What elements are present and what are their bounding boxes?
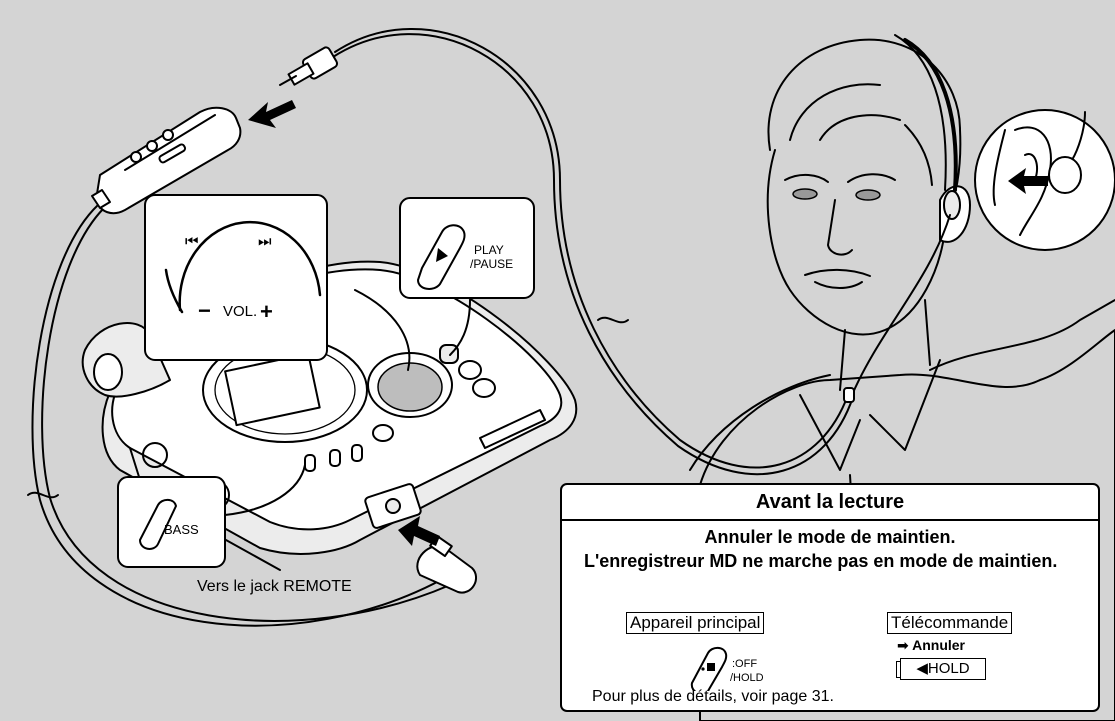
prev-track-icon: ⏮ [185, 233, 199, 250]
play-pause-callout: PLAY /PAUSE [400, 198, 534, 298]
info-line-cancel-hold: Annuler le mode de maintien. [562, 527, 1098, 548]
info-box-title: Avant la lecture [562, 485, 1098, 521]
play-label: PLAY [474, 243, 504, 257]
hold-button-icon: ◀HOLD [900, 658, 986, 680]
bass-label: BASS [164, 522, 199, 537]
bass-callout: BASS [118, 477, 225, 567]
remote-jack-caption: Vers le jack REMOTE [197, 578, 352, 596]
jog-dial-callout: ⏮ ⏭ − VOL. + [145, 195, 327, 360]
hold-label: /HOLD [730, 672, 764, 684]
info-footer: Pour plus de détails, voir page 31. [592, 688, 834, 706]
plug-arrow [248, 100, 296, 128]
vol-plus-label: + [260, 299, 273, 324]
vol-label: VOL. [223, 303, 257, 320]
off-label: :OFF [732, 658, 757, 670]
annuler-label: ➡ Annuler [897, 637, 965, 654]
cable-break-mark-1 [598, 318, 628, 323]
next-track-icon: ⏭ [258, 233, 272, 250]
info-line-explanation: L'enregistreur MD ne marche pas en mode … [584, 550, 1084, 572]
cable-break-mark-2 [28, 493, 58, 498]
ear-detail-callout [975, 110, 1115, 250]
main-unit-header: Appareil principal [626, 612, 764, 634]
jack-arrow [398, 516, 440, 546]
headphone-plug [280, 46, 338, 85]
remote-jack-plug [417, 533, 476, 593]
info-box: Avant la lecture Annuler le mode de main… [560, 483, 1100, 712]
vol-minus-label: − [198, 298, 211, 323]
remote-header: Télécommande [887, 612, 1012, 634]
pause-label: /PAUSE [470, 257, 513, 271]
off-hold-switch-icon: :OFF /HOLD [682, 645, 792, 691]
